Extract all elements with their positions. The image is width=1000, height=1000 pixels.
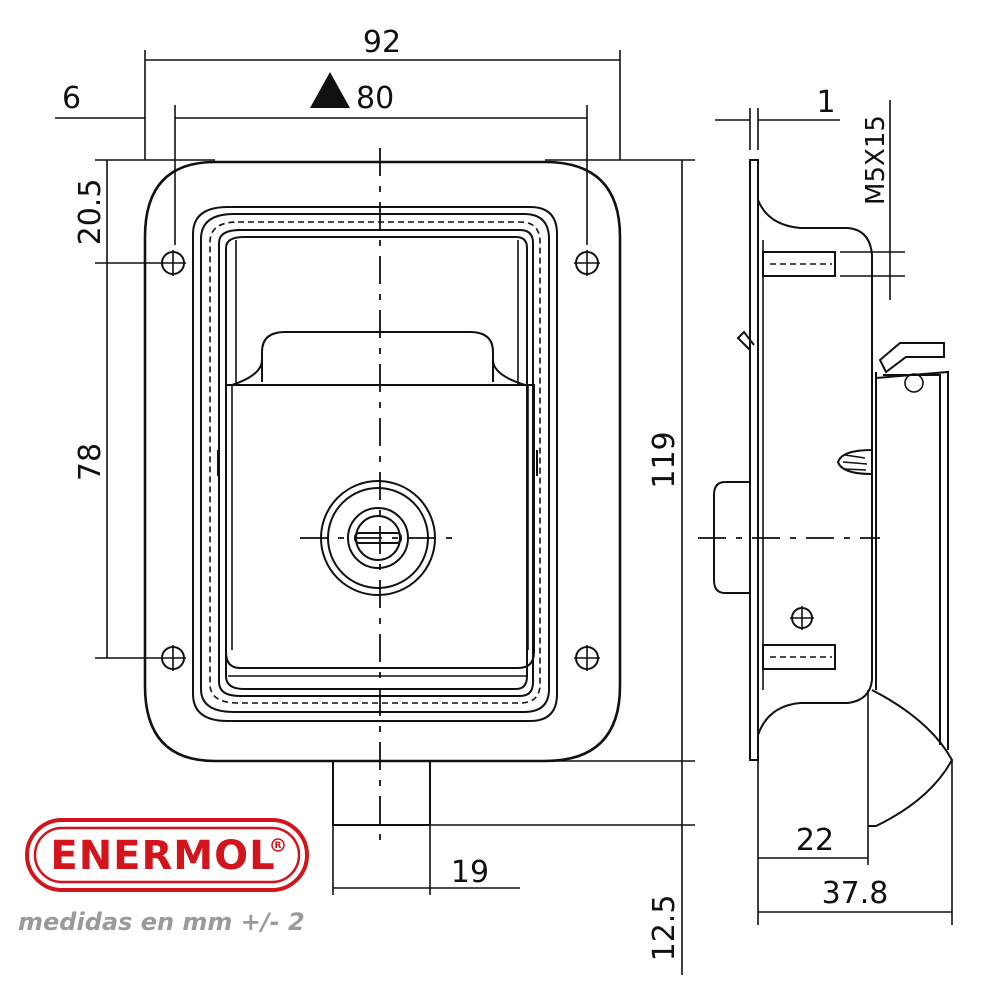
dim-92-label: 92 (363, 25, 401, 60)
dim-37-8-label: 37.8 (822, 876, 889, 911)
dim-22-label: 22 (796, 823, 834, 858)
screw-icon (762, 251, 836, 670)
dim-6-label: 6 (62, 81, 81, 116)
recess-inner-1 (200, 213, 550, 713)
dim-m5x15-label: M5X15 (861, 115, 891, 205)
recess-hidden (209, 221, 541, 704)
registered-mark-icon: R (275, 841, 282, 851)
side-pivot (904, 373, 924, 393)
datum-triangle-icon (310, 72, 350, 108)
handle-curve (231, 359, 263, 386)
side-body (757, 199, 873, 736)
dim-119-label: 119 (647, 431, 682, 488)
side-view (698, 159, 954, 827)
side-flange-plate (749, 159, 759, 761)
side-paddle-outer (875, 370, 949, 750)
recess-inner-2 (218, 229, 534, 697)
recess-outline (192, 206, 558, 722)
pin-hole-icon (790, 606, 814, 630)
handle-top (261, 331, 494, 382)
dim-19-label: 19 (451, 855, 489, 890)
brand-name: ENERMOL (50, 833, 275, 879)
mounting-hole-icon (160, 250, 600, 671)
side-tab (736, 330, 755, 351)
spring-icon (836, 449, 873, 475)
side-paddle-inner (883, 374, 941, 745)
dim-80-label: 80 (356, 81, 394, 116)
side-paddle (878, 342, 945, 374)
measurement-note: medidas en mm +/- 2 (18, 908, 305, 936)
recess-inner-3 (225, 236, 528, 690)
dim-12-5-label: 12.5 (647, 895, 682, 962)
paddle (225, 384, 535, 669)
front-view (143, 148, 622, 840)
dim-20-5-label: 20.5 (73, 179, 108, 246)
brand-logo: ENERMOL R (25, 818, 309, 892)
front-dimensions: 92 80 6 20.5 78 119 12.5 19 (55, 25, 695, 975)
dim-78-label: 78 (73, 443, 108, 481)
dim-1-label: 1 (816, 85, 835, 120)
handle-curve-right (492, 359, 526, 386)
lock-body (332, 760, 431, 826)
side-dimensions: 1 M5X15 22 37.8 (715, 85, 953, 925)
